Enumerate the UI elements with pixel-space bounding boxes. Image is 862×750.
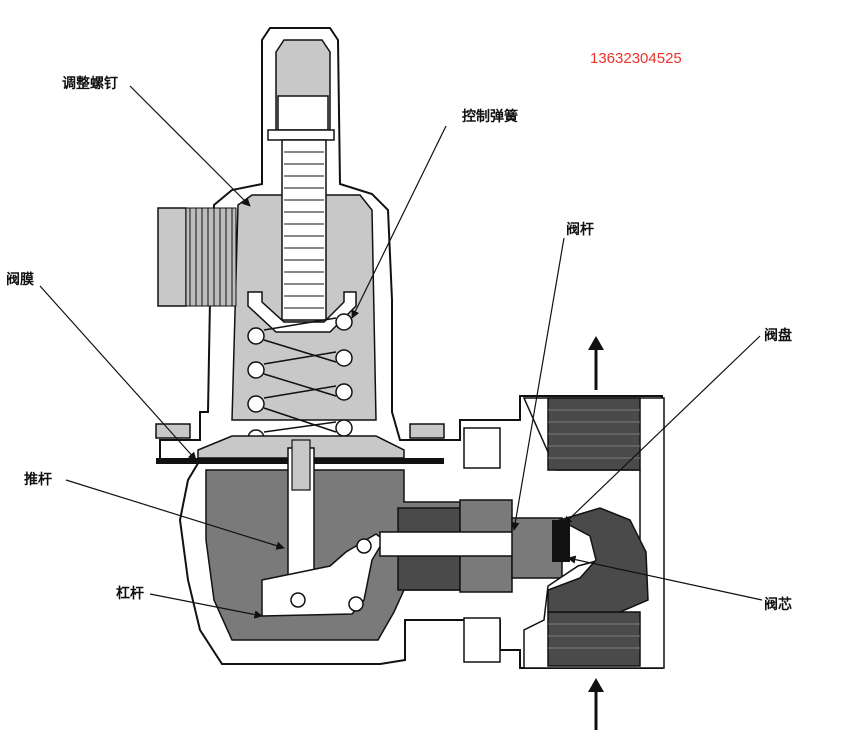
label-valve-stem: 阀杆	[566, 221, 594, 238]
valve-disc	[552, 520, 570, 562]
lower-inlet-thread	[547, 611, 641, 667]
label-diaphragm: 阀膜	[6, 271, 34, 288]
label-lever: 杠杆	[116, 585, 144, 602]
label-control-spring: 控制弹簧	[462, 108, 518, 125]
valve-stem-assembly	[379, 499, 563, 593]
leader-lines	[39, 85, 763, 619]
label-valve-disc: 阀盘	[764, 327, 792, 344]
label-push-rod: 推杆	[24, 471, 52, 488]
flow-arrow-in-icon	[588, 678, 604, 730]
flow-arrow-up-icon	[588, 336, 604, 390]
phone-watermark: 13632304525	[590, 50, 682, 67]
flange-bolt-left	[155, 423, 191, 439]
top-plug	[463, 427, 501, 469]
label-adjusting-screw: 调整螺钉	[62, 75, 118, 92]
side-port	[157, 207, 187, 307]
valve-core	[547, 507, 649, 613]
bottom-plug	[463, 617, 501, 663]
flange-bolt-right	[409, 423, 445, 439]
push-rod-stud	[291, 439, 311, 491]
side-port-threads	[185, 207, 237, 307]
adjusting-screw-assembly	[247, 95, 357, 333]
label-valve-core: 阀芯	[764, 596, 792, 613]
